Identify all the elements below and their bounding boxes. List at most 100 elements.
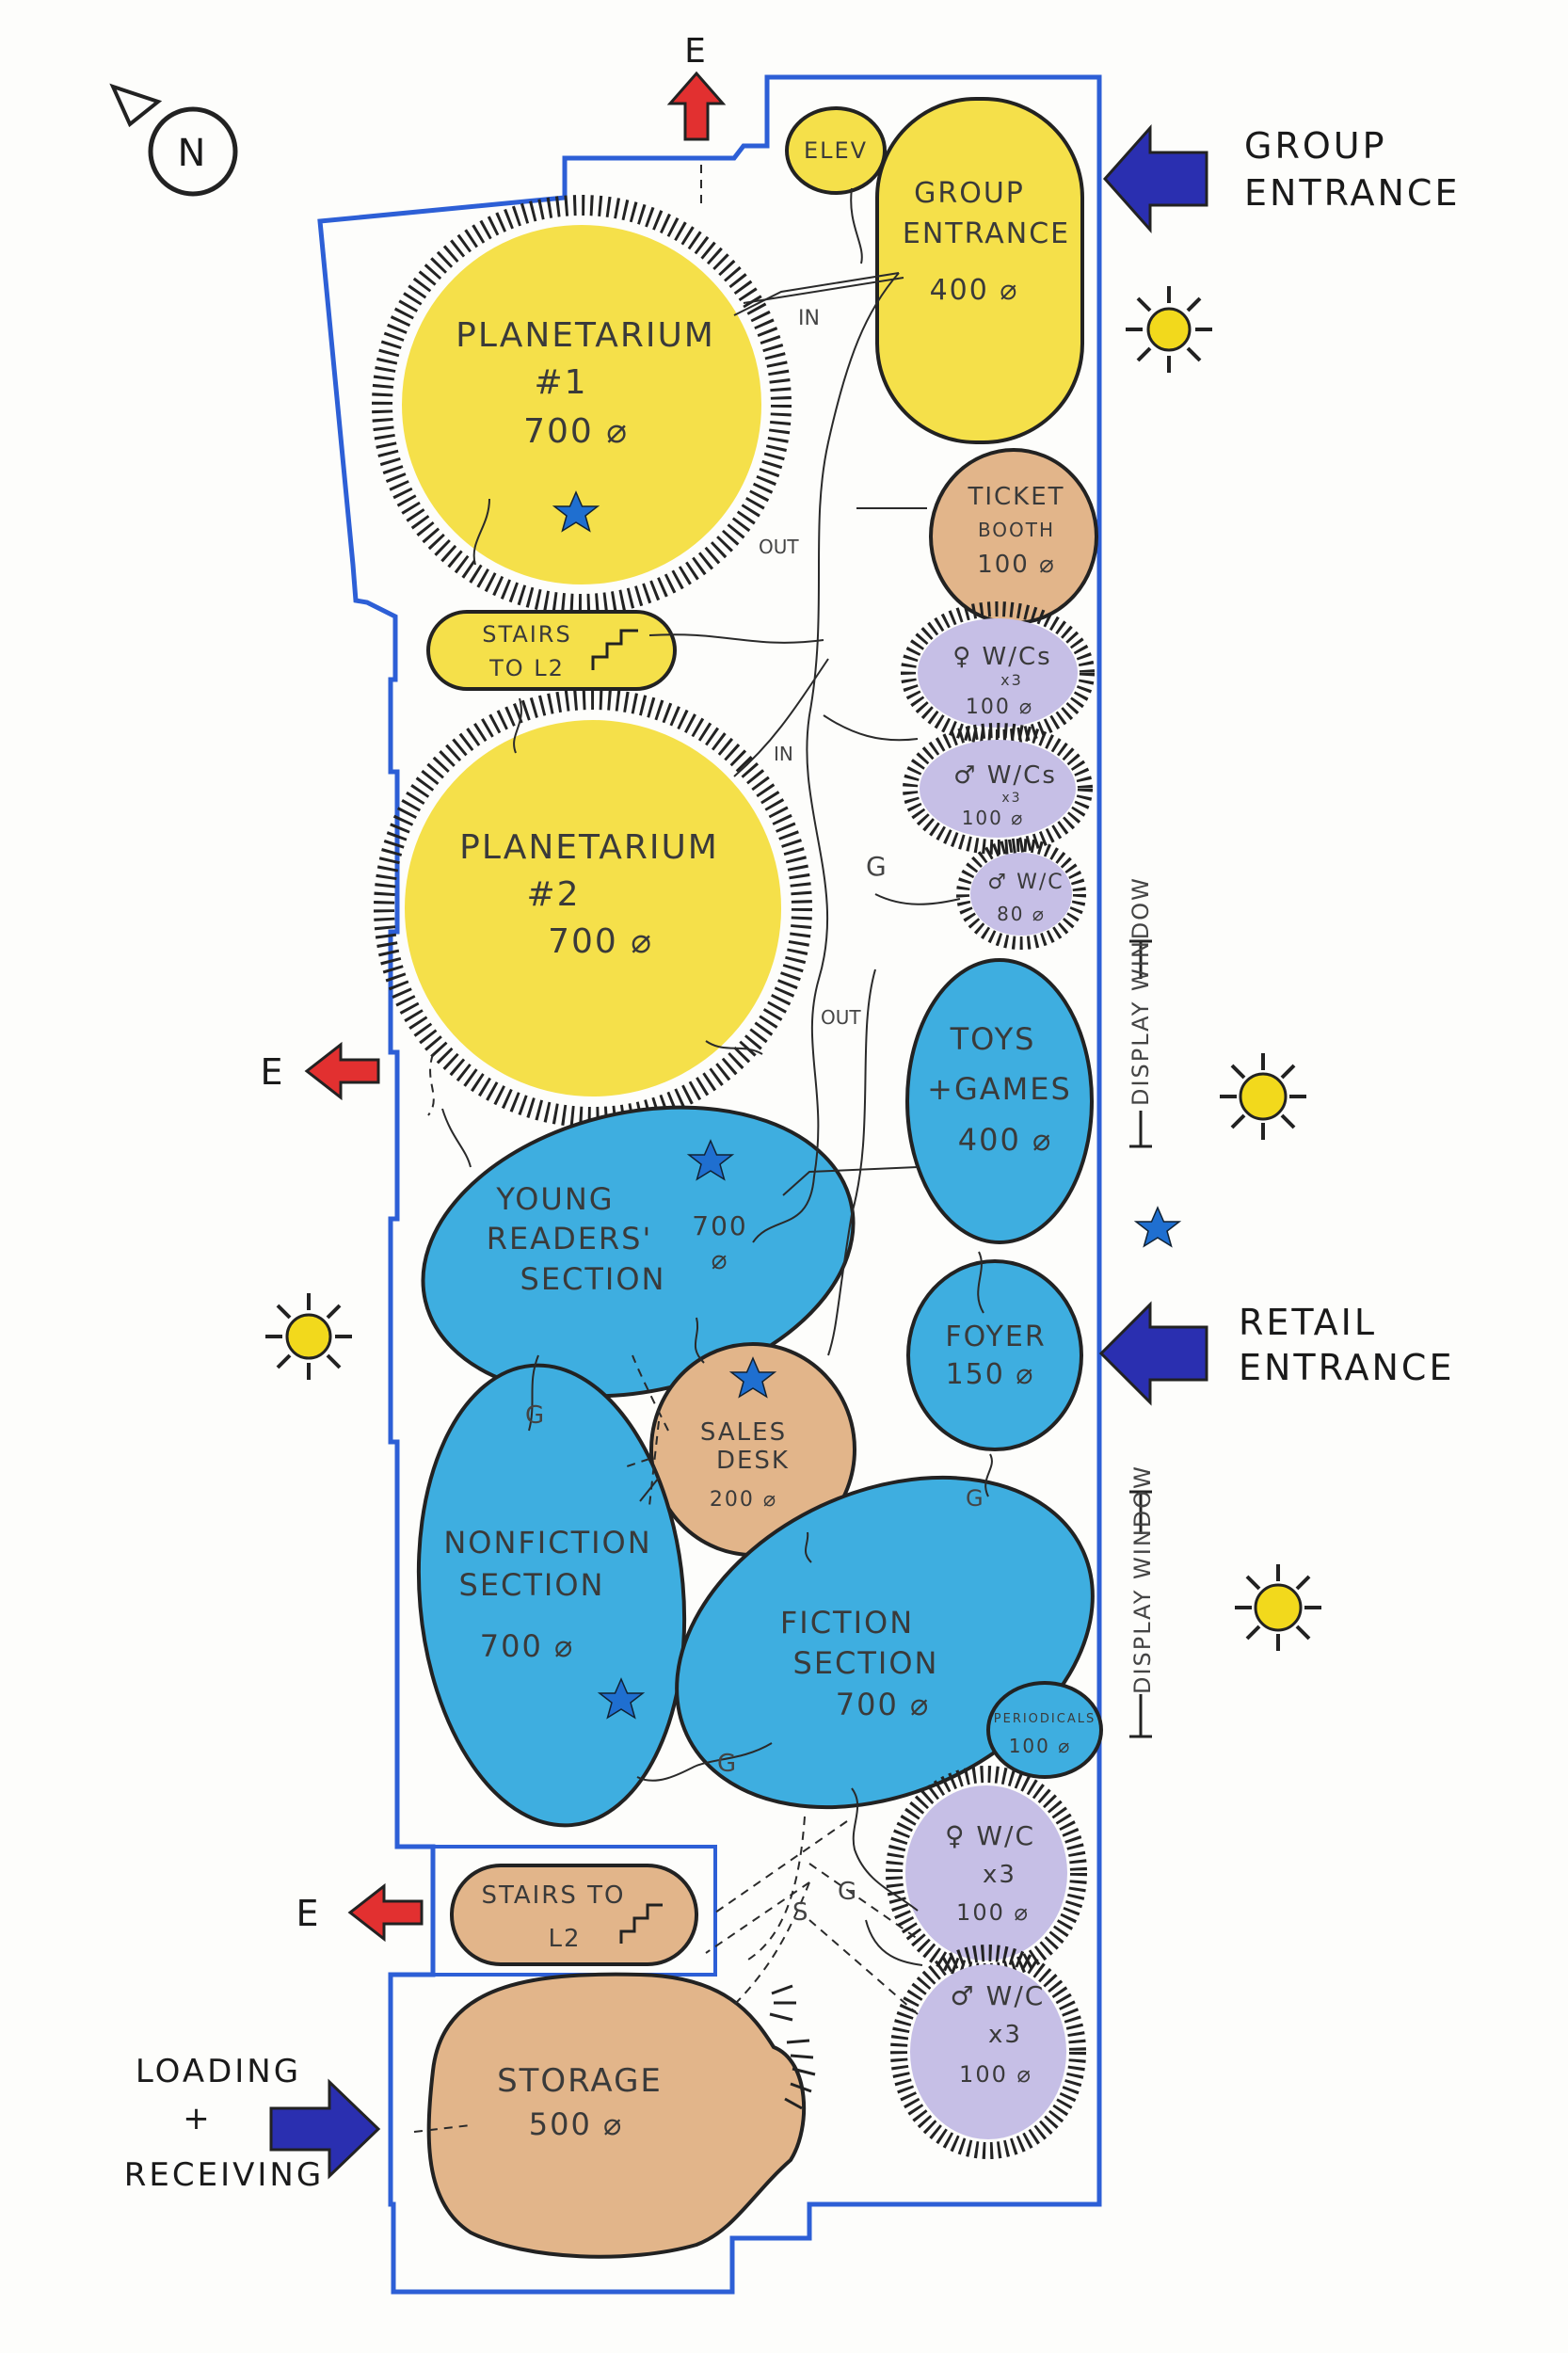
room-area: 100 ⌀ [962,807,1025,829]
room-name: SECTION [520,1261,666,1297]
room-count: x3 [1000,671,1023,689]
sun-icon [1220,1053,1306,1140]
room-area: ⌀ [712,1244,729,1275]
flow-label-s: S [792,1898,808,1927]
room-count: x3 [983,1861,1016,1889]
room-area: 700 [692,1210,747,1241]
flow-label-g: G [838,1878,856,1906]
room-wc-men-single: ♂ W/C 80 ⌀ [956,839,1086,950]
exit-arrow-west: E [260,1041,380,1101]
room-name: ♀ W/Cs [952,643,1051,671]
flow-label-g: G [717,1750,736,1778]
room-name: SECTION [459,1567,605,1603]
room-planetarium-2: PLANETARIUM #2 700 ⌀ [374,689,812,1128]
room-name: TOYS [950,1021,1036,1057]
room-name: ♀ W/C [945,1820,1035,1851]
exit-label: E [260,1051,285,1093]
retail-entrance-label-1: RETAIL [1239,1302,1377,1343]
room-name: ELEV [804,137,868,164]
sun-icon [1126,286,1212,373]
room-name: ♂ W/C [987,871,1064,894]
flow-label-out: OUT [759,536,799,558]
room-area: 100 ⌀ [959,2061,1032,2088]
room-name: L2 [548,1925,581,1953]
display-window-upper: DISPLAY WINDOW [1122,876,1160,1148]
flow-label-in: IN [774,743,793,765]
room-name: DESK [716,1447,790,1475]
room-name: SECTION [793,1645,939,1681]
room-wc-women-top: ♀ W/Cs x3 100 ⌀ [901,601,1095,744]
room-name: SALES [700,1418,787,1447]
room-area: 700 ⌀ [480,1628,575,1664]
stairs-icon [619,1903,663,1944]
room-name: FICTION [780,1605,914,1641]
room-name: PLANETARIUM [459,828,719,867]
room-name: READERS' [487,1221,653,1257]
room-sales-desk: SALES DESK 200 ⌀ [649,1342,856,1557]
flow-label-g: G [966,1485,984,1512]
room-area: 200 ⌀ [710,1488,777,1512]
room-count: x3 [988,2021,1022,2049]
building-outline-inner [431,1845,717,1977]
sun-icon [1235,1564,1321,1651]
loading-label-3: RECEIVING [124,2156,324,2194]
north-compass: N [109,83,238,197]
room-storage: STORAGE 500 ⌀ [426,1972,816,2259]
sun-icon [265,1293,352,1380]
room-toys-games: TOYS +GAMES 400 ⌀ [905,958,1094,1244]
room-nonfiction: NONFICTION SECTION 700 ⌀ [416,1363,687,1828]
room-stairs-top: STAIRS TO L2 [426,610,677,691]
room-name: TICKET [967,483,1064,511]
room-area: 150 ⌀ [946,1358,1035,1391]
room-area: 80 ⌀ [997,903,1046,925]
room-area: 700 ⌀ [548,922,653,961]
room-area: 100 ⌀ [966,696,1033,719]
room-name: BOOTH [978,519,1055,541]
room-area: 100 ⌀ [956,1899,1030,1926]
room-name: PLANETARIUM [456,316,715,355]
flow-label-g: G [866,851,887,882]
room-planetarium-1: PLANETARIUM #1 700 ⌀ [372,195,792,615]
room-name: PERIODICALS [994,1712,1096,1726]
room-elevator: ELEV [785,106,887,195]
retail-entrance-label-2: ENTRANCE [1239,1347,1454,1388]
compass-label: N [178,132,209,175]
room-area: 700 ⌀ [836,1687,931,1722]
room-stairs-bottom: STAIRS TO L2 [450,1864,698,1966]
group-entrance-label-2: ENTRANCE [1244,172,1460,214]
loading-label-2: + [183,2100,213,2137]
room-name: #1 [534,363,587,402]
room-name: YOUNG [495,1181,614,1217]
room-name: TO L2 [488,655,565,681]
exit-arrow-top: E [666,32,727,141]
room-name: ENTRANCE [903,217,1070,250]
group-entrance-arrow: GROUP ENTRANCE [1102,124,1460,233]
room-periodicals: PERIODICALS 100 ⌀ [986,1681,1103,1779]
room-area: 500 ⌀ [529,2106,624,2142]
room-wc-women-bottom: ♀ W/C x3 100 ⌀ [886,1766,1087,1980]
room-name: STAIRS TO [481,1881,625,1910]
display-window-lower: DISPLAY WINDOW [1122,1465,1160,1738]
flow-label-in: IN [798,307,820,330]
room-name: NONFICTION [443,1525,651,1561]
room-name: ♂ W/C [951,1980,1046,2011]
group-entrance-label-1: GROUP [1244,125,1387,167]
room-ticket-booth: TICKET BOOTH 100 ⌀ [929,448,1098,625]
room-wc-men-top: ♂ W/Cs x3 100 ⌀ [903,723,1093,855]
north-arrow-icon [109,83,163,128]
room-name: STORAGE [497,2062,663,2100]
room-foyer: FOYER 150 ⌀ [906,1259,1083,1451]
retail-entrance-arrow: RETAIL ENTRANCE [1098,1301,1454,1406]
building-outline [317,74,1102,2295]
loading-arrow: LOADING + RECEIVING [124,2053,381,2194]
room-name: GROUP [914,177,1025,210]
room-name: +GAMES [927,1071,1072,1107]
circulation-flows [413,165,993,2133]
room-area: 400 ⌀ [958,1122,1053,1158]
room-count: x3 [1001,791,1021,806]
display-window-label: DISPLAY WINDOW [1128,876,1154,1106]
room-wc-men-bottom: ♂ W/C x3 100 ⌀ [890,1945,1086,2159]
room-area: 700 ⌀ [523,412,629,451]
room-name: ♂ W/Cs [953,761,1057,790]
